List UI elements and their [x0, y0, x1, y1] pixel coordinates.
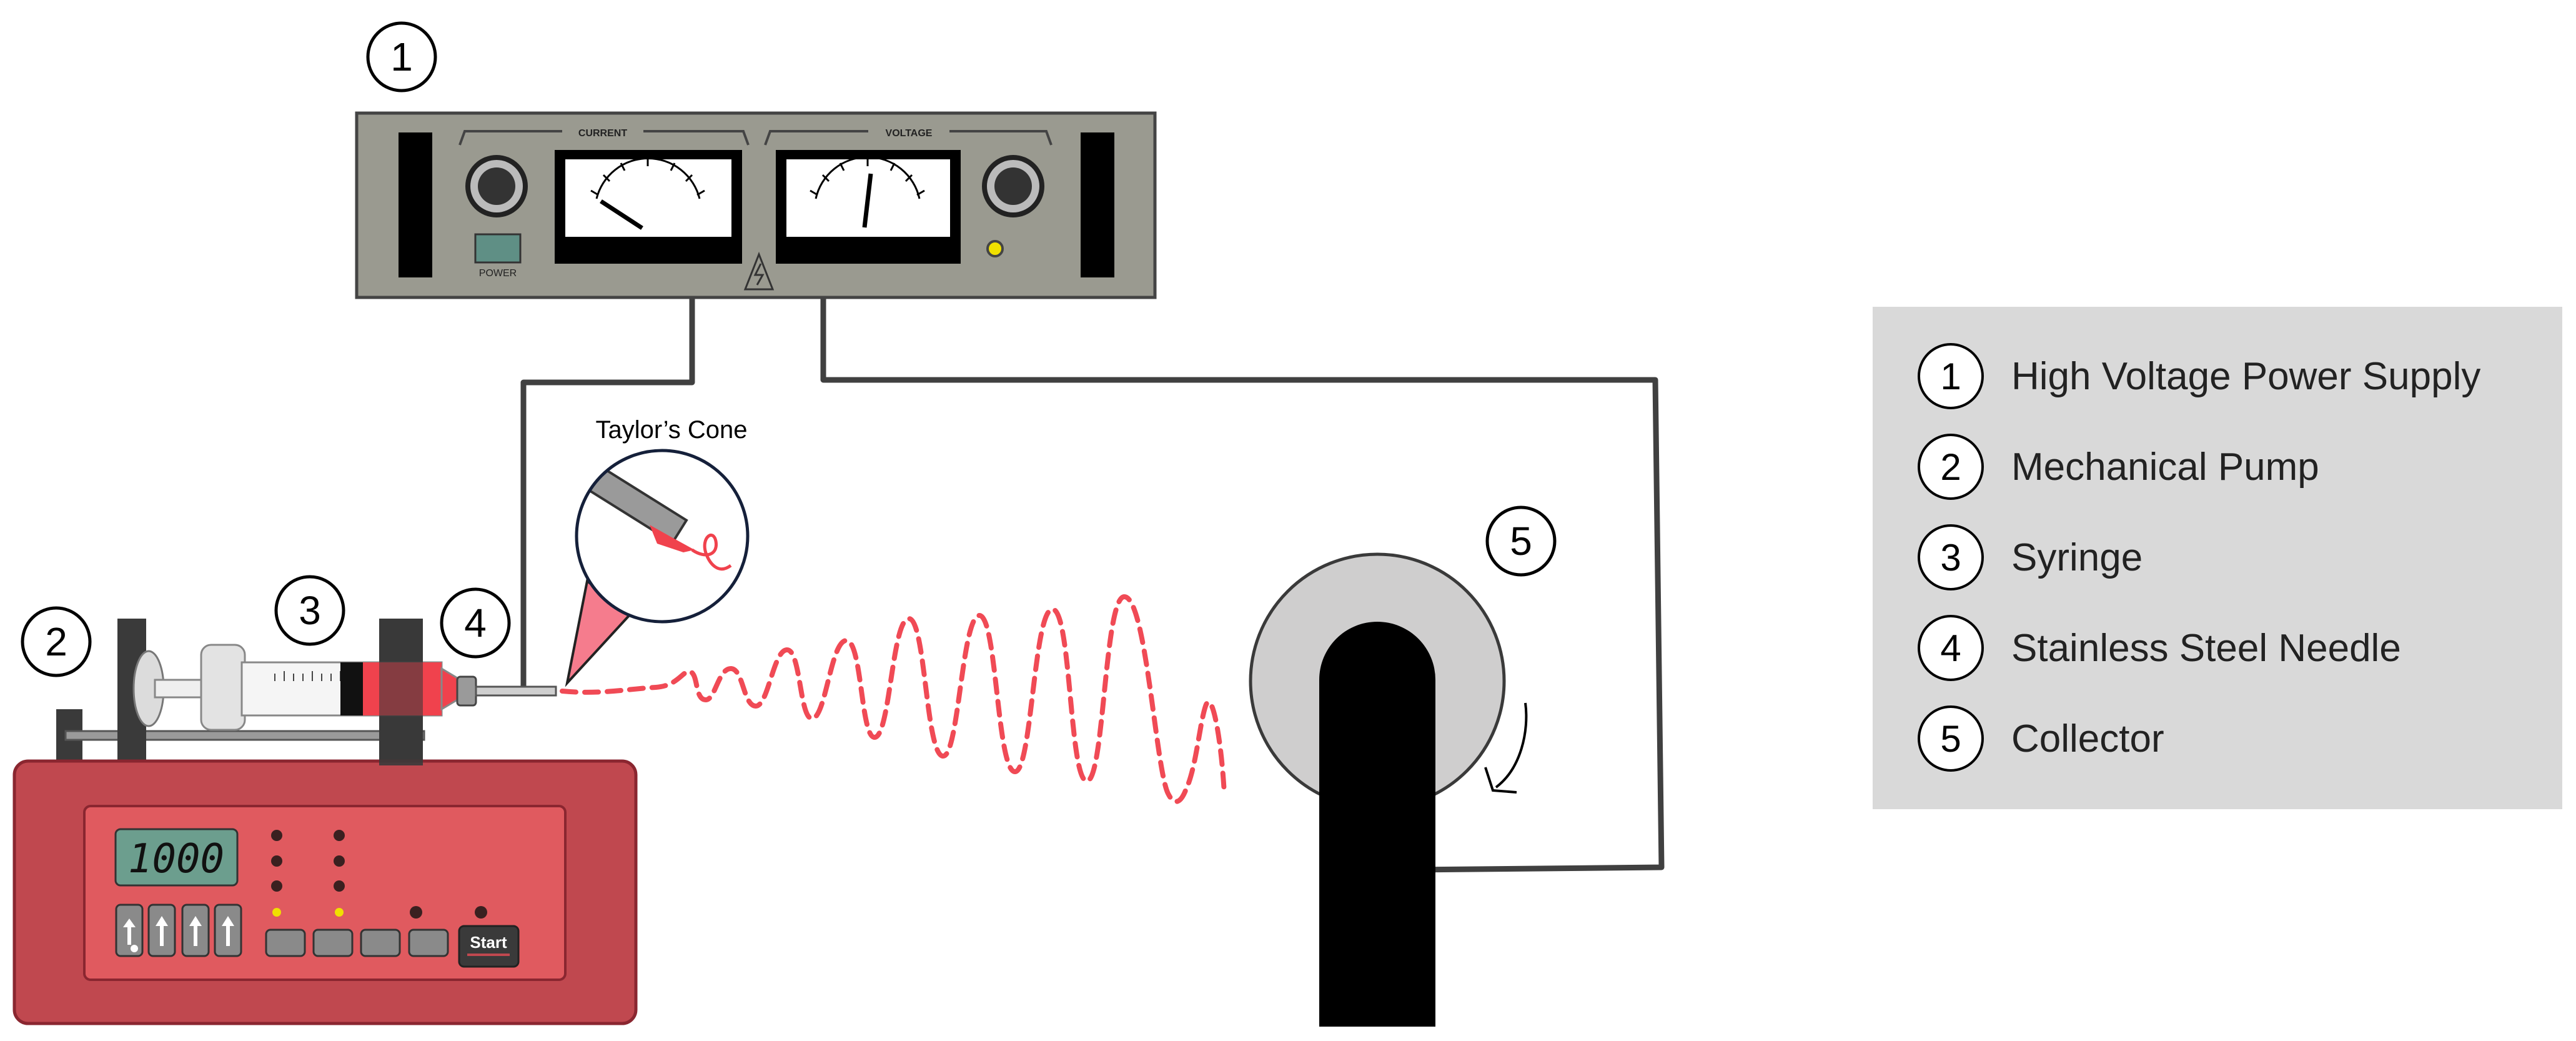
- rotation-arrow-icon: [1484, 702, 1528, 794]
- high-voltage-icon: [743, 251, 775, 291]
- callout-4: 4: [440, 587, 511, 659]
- up-arrow-icon[interactable]: [181, 904, 210, 957]
- power-button[interactable]: [474, 233, 522, 264]
- legend-number: 2: [1918, 434, 1984, 500]
- power-supply-left-handle: [399, 132, 432, 277]
- callout-3: 3: [274, 575, 345, 646]
- legend: 1 High Voltage Power Supply 2 Mechanical…: [1873, 307, 2562, 809]
- pump-arrow-buttons: [115, 904, 242, 957]
- voltage-meter: [776, 150, 961, 264]
- pump-function-button[interactable]: [312, 929, 354, 957]
- pump-display-value: 1000: [128, 836, 224, 882]
- wire-needle-to-supply: [520, 297, 695, 695]
- voltage-knob[interactable]: [982, 155, 1044, 217]
- legend-item: 1 High Voltage Power Supply: [1918, 342, 2480, 411]
- callout-1: 1: [366, 21, 437, 92]
- taylor-cone-zoom: Taylor’s Cone: [565, 416, 750, 687]
- syringe: [132, 619, 458, 765]
- pump-function-button[interactable]: [265, 929, 306, 957]
- pump-display: [114, 828, 239, 887]
- voltage-needle: [862, 173, 873, 228]
- power-supply-right-handle: [1081, 132, 1114, 277]
- collector-stand: [1319, 622, 1435, 1027]
- polymer-jet: [560, 594, 1227, 804]
- up-arrow-icon[interactable]: [214, 904, 242, 957]
- taylor-cone-label: Taylor’s Cone: [595, 416, 747, 444]
- up-arrow-icon[interactable]: [115, 904, 144, 957]
- legend-item: 3 Syringe: [1918, 523, 2143, 592]
- legend-number: 3: [1918, 524, 1984, 590]
- power-label: POWER: [479, 268, 517, 279]
- pump-function-buttons: [265, 929, 449, 957]
- needle-shaft: [475, 685, 557, 697]
- svg-text:3: 3: [299, 588, 321, 633]
- svg-text:2: 2: [45, 619, 67, 664]
- stainless-steel-needle: [456, 675, 557, 707]
- current-knob[interactable]: [465, 155, 528, 217]
- callout-5: 5: [1485, 506, 1557, 577]
- callouts: 1 2 3 4 5: [21, 21, 1557, 677]
- start-button[interactable]: Start: [458, 925, 520, 968]
- legend-number: 1: [1918, 343, 1984, 409]
- mechanical-pump: 1000: [12, 619, 638, 1025]
- legend-label: Collector: [2011, 717, 2164, 760]
- zoom-jet: [691, 534, 732, 570]
- syringe-stopper: [340, 662, 363, 715]
- legend-item: 4 Stainless Steel Needle: [1918, 614, 2401, 682]
- pump-status-leds: [271, 830, 487, 919]
- zoom-taylor-cone: [650, 525, 695, 552]
- pump-function-button[interactable]: [408, 929, 449, 957]
- needle-hub: [456, 675, 477, 707]
- legend-item: 5 Collector: [1918, 704, 2164, 773]
- legend-item: 2 Mechanical Pump: [1918, 432, 2319, 501]
- legend-label: Mechanical Pump: [2011, 445, 2319, 489]
- current-label: CURRENT: [578, 128, 627, 139]
- syringe-clamp-front: [379, 619, 423, 765]
- indicator-light: [986, 240, 1004, 257]
- callout-2: 2: [21, 606, 92, 677]
- syringe-tip: [440, 667, 458, 711]
- syringe-finger-grip: [200, 644, 246, 731]
- wires: [520, 297, 1665, 873]
- legend-number: 5: [1918, 705, 1984, 772]
- pump-rail: [64, 730, 425, 741]
- collector: [1249, 552, 1528, 1027]
- start-label: Start: [470, 933, 507, 952]
- legend-number: 4: [1918, 615, 1984, 681]
- up-arrow-icon[interactable]: [147, 904, 176, 957]
- pump-function-button[interactable]: [360, 929, 401, 957]
- current-needle: [600, 199, 643, 230]
- taylor-cone-magnifier: [575, 449, 750, 624]
- current-meter: [555, 150, 742, 264]
- legend-label: Syringe: [2011, 535, 2143, 579]
- legend-label: Stainless Steel Needle: [2011, 626, 2401, 670]
- svg-text:4: 4: [464, 600, 487, 645]
- svg-text:1: 1: [390, 34, 413, 79]
- wire-collector-to-supply: [820, 297, 1665, 873]
- legend-label: High Voltage Power Supply: [2011, 354, 2481, 398]
- svg-text:5: 5: [1510, 519, 1532, 564]
- voltage-label: VOLTAGE: [886, 128, 933, 139]
- high-voltage-power-supply: CURRENT VOLTAGE POWER: [355, 111, 1157, 299]
